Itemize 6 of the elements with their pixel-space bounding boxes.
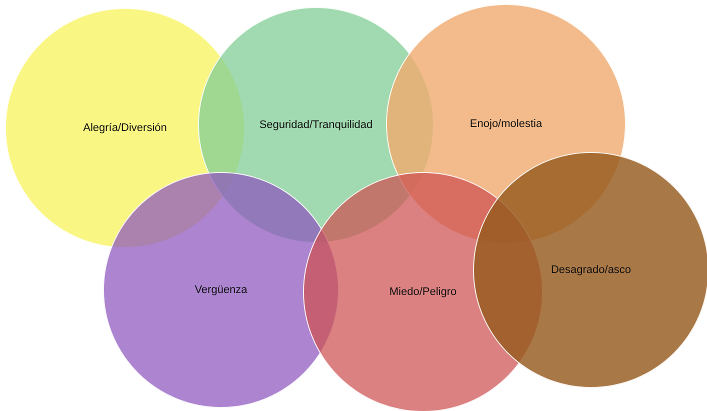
circle-label: Desagrado/asco [550,264,632,276]
circle-label: Vergüenza [194,284,248,296]
circle-label: Miedo/Peligro [389,286,457,298]
circle-label: Enojo/molestia [470,118,542,130]
circle-label: Alegría/Diversión [83,122,167,134]
circle-label: Seguridad/Tranquilidad [259,119,373,131]
